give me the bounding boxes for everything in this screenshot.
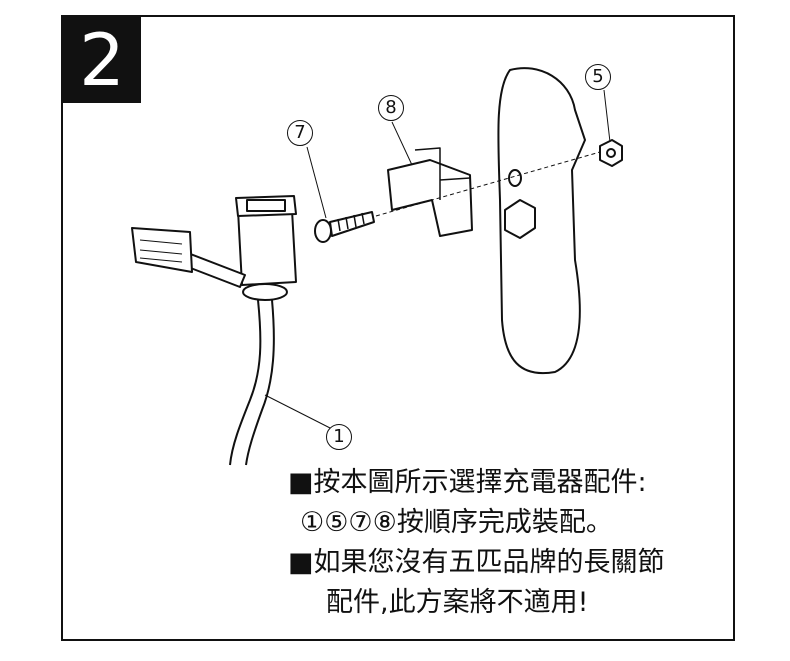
callout-cable: 1 xyxy=(326,424,352,450)
screw-thread xyxy=(329,211,375,237)
charger-cap xyxy=(131,227,193,273)
callout-screw: 7 xyxy=(287,120,313,146)
cable xyxy=(229,299,262,466)
hex-nut xyxy=(599,139,623,167)
mount-arm xyxy=(497,67,586,375)
charger-plug-housing xyxy=(237,209,297,286)
cable-edge xyxy=(245,299,275,466)
hex-socket xyxy=(504,199,536,239)
callout-nut: 5 xyxy=(585,64,611,90)
screw-head xyxy=(314,219,332,243)
instruction-line: 配件,此方案將不適用! xyxy=(326,587,589,618)
charger-collar xyxy=(242,283,288,301)
instruction-line: ■如果您沒有五匹品牌的長關節 xyxy=(288,547,665,578)
callout-clamp: 8 xyxy=(378,95,404,121)
instruction-line: ①⑤⑦⑧按順序完成裝配。 xyxy=(300,507,613,538)
instruction-line: ■按本圖所示選擇充電器配件: xyxy=(288,467,647,498)
instructions: ■按本圖所示選擇充電器配件: ①⑤⑦⑧按順序完成裝配。 ■如果您沒有五匹品牌的長… xyxy=(288,463,665,623)
assembly-axis xyxy=(375,151,601,217)
diagram-frame xyxy=(61,15,735,641)
step-number-badge: 2 xyxy=(63,17,141,103)
clamp xyxy=(387,159,473,237)
